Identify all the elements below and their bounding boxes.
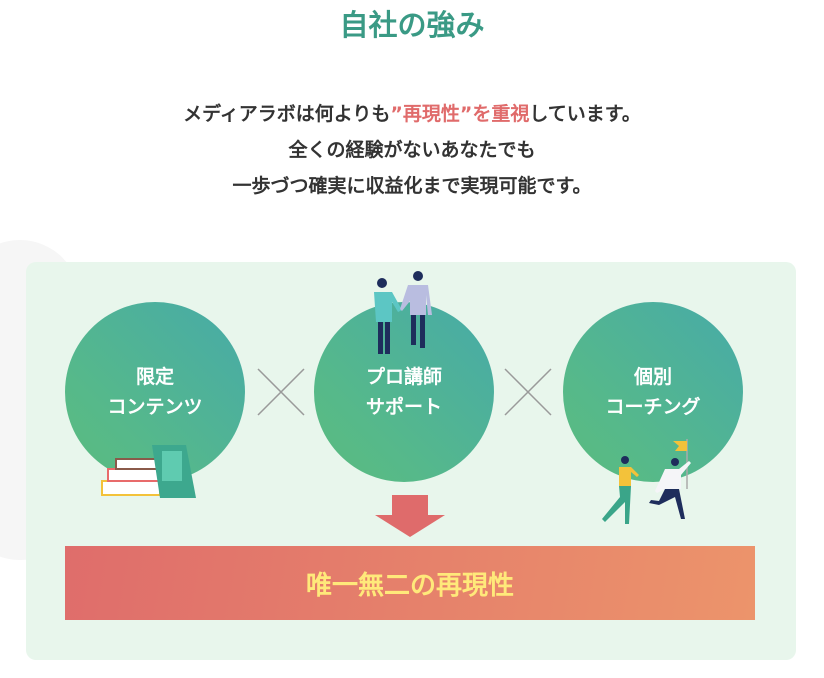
- handshake-people-icon: [374, 271, 432, 354]
- lead-text: メディアラボは何よりも”再現性”を重視しています。 全くの経験がないあなたでも …: [0, 96, 824, 204]
- lead-line-1: メディアラボは何よりも”再現性”を重視しています。: [0, 96, 824, 132]
- lead-line-2: 全くの経験がないあなたでも: [288, 139, 536, 161]
- books-icon: [101, 445, 196, 498]
- result-label: 唯一無二の再現性: [305, 570, 514, 601]
- multiply-icon: [504, 368, 552, 416]
- feature-line: 個別: [633, 366, 672, 388]
- feature-coaching: 個別 コーチング: [563, 302, 743, 482]
- feature-line: 限定: [135, 366, 174, 388]
- feature-line: コーチング: [605, 396, 701, 418]
- multiply-icon: [257, 368, 305, 416]
- arrow-down-icon: [375, 495, 445, 537]
- section-title: 自社の強み: [339, 8, 485, 42]
- lead-text-post: しています。: [529, 103, 641, 125]
- result-banner: 唯一無二の再現性: [65, 546, 755, 620]
- feature-line: プロ講師: [365, 366, 442, 388]
- feature-line: サポート: [365, 396, 442, 418]
- feature-line: コンテンツ: [107, 396, 203, 418]
- lead-text-pre: メディアラボは何よりも: [183, 103, 391, 125]
- lead-highlight: ”再現性”を重視: [390, 103, 530, 125]
- feature-pro-support: プロ講師 サポート: [314, 302, 494, 482]
- lead-line-3: 一歩づつ確実に収益化まで実現可能です。: [232, 175, 592, 197]
- running-people-flag-icon: [602, 439, 691, 524]
